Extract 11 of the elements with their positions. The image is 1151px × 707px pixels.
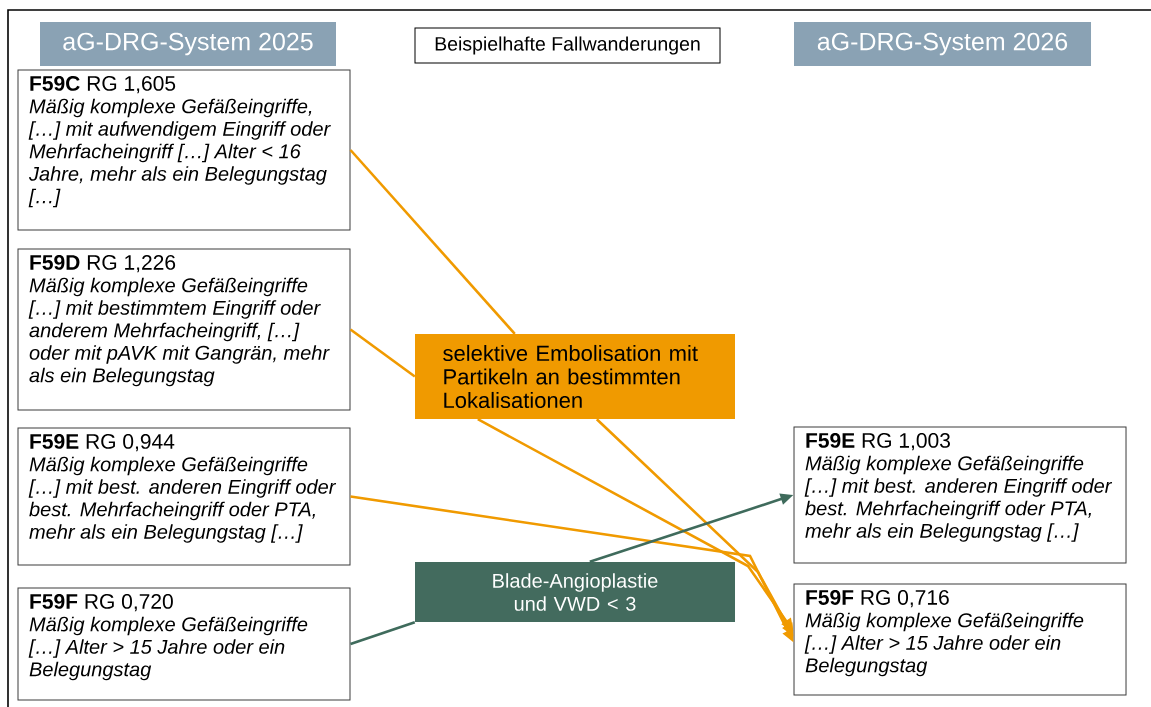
category-box: Blade-Angioplastie und VWD < 3	[415, 562, 735, 622]
drg-box: F59E RG 0,944 Mäßig komplexe Gefäßeingriffe […] mit best. anderen Eingriff oder best. Mehrfacheingriff oder PTA, mehr als ein Belegungstag […]	[17, 427, 351, 566]
drg-box: F59F RG 0,720 Mäßig komplexe Gefäßeingriffe […] Alter > 15 Jahre oder ein Belegungstag	[17, 587, 351, 701]
drg-box: F59E RG 1,003 Mäßig komplexe Gefäßeingriffe […] mit best. anderen Eingriff oder best. Mehrfacheingriff oder PTA, mehr als ein Belegungstag […]	[793, 426, 1127, 564]
header-band: aG-DRG-System 2025	[40, 22, 336, 66]
drg-box: F59D RG 1,226 Mäßig komplexe Gefäßeingriffe […] mit bestimmtem Eingriff oder anderem Mehrfacheingriff, […] oder mit pAVK mit Gangrän, mehr als ein Belegungstag	[17, 248, 351, 411]
drg-box: F59C RG 1,605 Mäßig komplexe Gefäßeingriffe, […] mit aufwendigem Eingriff oder Mehrfacheingriff […] Alter < 16 Jahre, mehr als ein Belegungstag […]	[17, 69, 351, 231]
title-box: Beispielhafte Fallwanderungen	[414, 27, 721, 64]
header-band: aG-DRG-System 2026	[794, 22, 1091, 66]
drg-box: F59F RG 0,716 Mäßig komplexe Gefäßeingriffe […] Alter > 15 Jahre oder ein Belegungstag	[793, 583, 1127, 696]
category-box: selektive Embolisation mit Partikeln an bestimmten Lokalisationen	[415, 334, 735, 419]
